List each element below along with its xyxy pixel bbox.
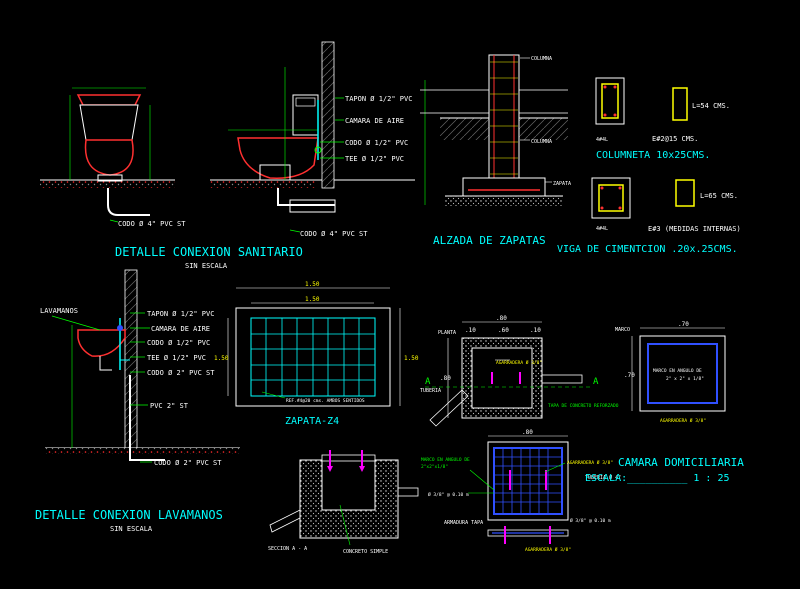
sanitario-subtitle: SIN ESCALA (185, 262, 228, 270)
label-viga-varilla: 4#4L (596, 226, 608, 232)
z4-title: ZAPATA-Z4 (285, 416, 339, 427)
camara-dim-side: .80 (440, 375, 451, 382)
concreto-label: CONCRETO SIMPLE (343, 549, 388, 555)
camara-agarradera-bottom: AGARRADERA Ø 3/8" (525, 546, 571, 553)
camara-dim-top: .80 (496, 315, 507, 322)
label-columna-top: COLUMNA (531, 56, 552, 62)
varilla-2-label: Ø 3/8" @ 0.10 m (570, 517, 611, 524)
label-lavamanos: LAVAMANOS (40, 307, 78, 315)
label-tapon-lavamanos: TAPON Ø 1/2" PVC (147, 310, 214, 318)
marco-detail: MARCO .70 .70 MARCO EN ANGULO DE 2" x 2"… (615, 321, 726, 424)
label-tapon-sanitario: TAPON Ø 1/2" PVC (345, 95, 412, 103)
marco-label: MARCO (615, 327, 630, 333)
columneta-viga-detail: L=54 CMS. 4#4L E#2@15 CMS. COLUMNETA 10x… (557, 77, 741, 255)
label-tee-sanitario: TEE Ø 1/2" PVC (345, 155, 404, 163)
camara-tuberia-label: TUBERIA (420, 388, 441, 394)
camara-agarradera-3: AGARRADERA Ø 3/8" (567, 459, 613, 466)
camara-dim-c: .10 (530, 327, 541, 334)
camara-title: CAMARA DOMICILIARIA (618, 456, 744, 469)
malla-note1: MARCO EN ANGULO DE (421, 457, 470, 463)
camara-agarradera-1: AGARRADERA Ø 3/8" (496, 359, 542, 366)
z4-note: REF.#4@20 cms. AMBOS SENTIDOS (286, 398, 365, 404)
sanitario-title: DETALLE CONEXION SANITARIO (115, 245, 303, 259)
label-columneta-varilla: 4#4L (596, 137, 608, 143)
label-columneta-estribo: E#2@15 CMS. (652, 135, 698, 143)
camara-dim-b: .60 (498, 327, 509, 334)
label-zapata: ZAPATA (553, 181, 571, 187)
camara-planta-label: PLANTA (438, 330, 456, 336)
zapatas-elevation: COLUMNA COLUMNA ZAPATA ALZADA DE ZAPATAS (420, 54, 571, 247)
camara-tapa-note: TAPA DE CONCRETO REFORZADO (548, 403, 619, 409)
z4-dim-top: 1.50 (305, 281, 320, 288)
label-codo-half-lavamanos: CODO Ø 1/2" PVC (147, 339, 210, 347)
label-columna-mid: COLUMNA (531, 139, 552, 145)
malla-note2: 2"x2"x1/8" (421, 464, 448, 470)
marco-note2: 2" x 2" x 1/8" (666, 376, 704, 382)
z4-dim-side-inner: 1.50 (214, 355, 229, 362)
section-mark-a-left: A (425, 377, 431, 387)
columneta-title: COLUMNETA 10x25CMS. (596, 150, 710, 161)
label-camara-aire-lavamanos: CAMARA DE AIRE (151, 325, 210, 333)
lavamanos-subtitle: SIN ESCALA (110, 525, 153, 533)
armadura-tapa-label: ARMADURA TAPA (444, 520, 483, 526)
label-codo-2-lavamanos: CODO Ø 2" PVC ST (147, 369, 215, 377)
marco-dim: .70 (678, 321, 689, 328)
camara-dim-a: .10 (465, 327, 476, 334)
varilla-label: Ø 3/8" @ 0.10 m (428, 491, 469, 498)
lavamanos-detail: LAVAMANOS TAPON Ø 1/2" PVC CAMARA DE AIR… (35, 269, 240, 533)
sanitario-detail: TAPON Ø 1/2" PVC CAMARA DE AIRE CODO Ø 1… (40, 41, 415, 270)
marco-side: .70 (624, 372, 635, 379)
label-codo-half-sanitario: CODO Ø 1/2" PVC (345, 139, 408, 147)
z4-dim-side: 1.50 (404, 355, 419, 362)
lavamanos-title: DETALLE CONEXION LAVAMANOS (35, 508, 223, 522)
camara-agarradera-2: AGARRADERA Ø 3/8" (660, 417, 706, 424)
label-columneta-l: L=54 CMS. (692, 102, 730, 110)
section-dim: .80 (522, 429, 533, 436)
tapa-armadura: .80 MARCO EN ANGULO DE 2"x2"x1/8" AGARRA… (421, 429, 621, 553)
label-viga-estribo: E#3 (MEDIDAS INTERNAS) (648, 225, 741, 233)
label-codo-4-right: CODO Ø 4" PVC ST (300, 230, 368, 238)
label-codo-4-left: CODO Ø 4" PVC ST (118, 220, 186, 228)
camara-plan: PLANTA .80 .10 .60 .10 .80 AGARRADERA Ø … (420, 315, 619, 427)
camara-escala: ESCALA:__________ 1 : 25 (585, 473, 730, 484)
section-mark-a-right: A (593, 377, 599, 387)
label-tee-lavamanos: TEE Ø 1/2" PVC (147, 354, 206, 362)
viga-title: VIGA DE CIMENTCION .20x.25CMS. (557, 244, 738, 255)
tuberia-4-label: TUBERIA Ø 4" (585, 474, 621, 481)
label-codo-2-bottom: CODO Ø 2" PVC ST (154, 459, 222, 467)
zapatas-title: ALZADA DE ZAPATAS (433, 234, 546, 247)
marco-note1: MARCO EN ANGULO DE (653, 368, 702, 374)
label-pvc-2: PVC 2" ST (150, 402, 189, 410)
z4-dim-inner: 1.50 (305, 296, 320, 303)
label-camara-aire-sanitario: CAMARA DE AIRE (345, 117, 404, 125)
label-viga-l: L=65 CMS. (700, 192, 738, 200)
seccion-label: SECCION A - A (268, 546, 307, 552)
seccion-aa: SECCION A - A CONCRETO SIMPLE (268, 450, 419, 555)
zapata-z4-plan: 1.50 1.50 1.50 1.50 REF.#4@20 cms. AMBOS… (214, 281, 419, 427)
